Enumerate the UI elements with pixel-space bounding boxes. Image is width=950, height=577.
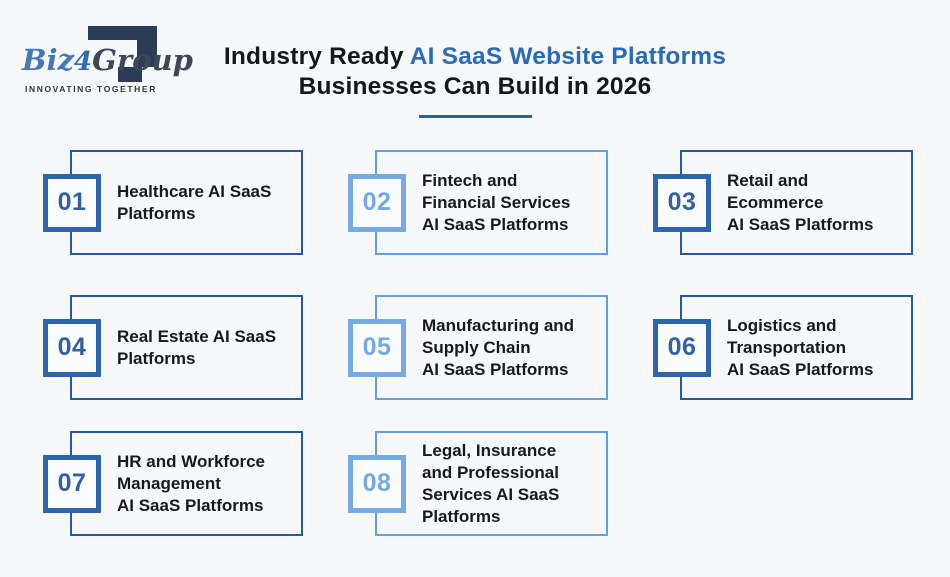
logo-text-group: Group — [92, 43, 193, 77]
card-number-box: 05 — [348, 318, 406, 377]
card-title: Real Estate AI SaaS Platforms — [117, 326, 277, 368]
card-title: HR and Workforce Management AI SaaS Plat… — [117, 451, 265, 515]
card-number: 04 — [57, 333, 87, 361]
card-number-box: 04 — [43, 318, 101, 377]
card-retail-ecommerce: 03 Retail and Ecommerce AI SaaS Platform… — [653, 150, 913, 255]
card-number-box: 03 — [653, 173, 711, 232]
title-prefix: Industry Ready — [223, 43, 410, 70]
card-number: 01 — [57, 188, 87, 216]
card-title: Manufacturing and Supply Chain AI SaaS P… — [422, 315, 575, 379]
card-number: 06 — [667, 333, 697, 361]
card-number-box: 07 — [43, 454, 101, 513]
card-manufacturing-supply-chain: 05 Manufacturing and Supply Chain AI Saa… — [348, 295, 608, 400]
card-number: 07 — [57, 469, 87, 497]
card-number: 05 — [362, 333, 392, 361]
card-title: Fintech and Financial Services AI SaaS P… — [422, 170, 571, 234]
logo-wordmark: Biz4Group — [22, 43, 193, 77]
card-title: Legal, Insurance and Professional Servic… — [422, 440, 560, 526]
card-logistics-transportation: 06 Logistics and Transportation AI SaaS … — [653, 295, 913, 400]
logo-text-4: 4 — [74, 47, 93, 77]
title-line-1: Industry Ready AI SaaS Website Platforms — [0, 42, 950, 72]
title-highlight: AI SaaS Website Platforms — [409, 43, 727, 70]
card-legal-insurance-professional: 08 Legal, Insurance and Professional Ser… — [348, 431, 608, 536]
card-hr-workforce: 07 HR and Workforce Management AI SaaS P… — [43, 431, 303, 536]
card-number-box: 06 — [653, 318, 711, 377]
card-number: 03 — [667, 188, 697, 216]
card-number: 02 — [362, 188, 392, 216]
card-number-box: 01 — [43, 173, 101, 232]
card-fintech-financial: 02 Fintech and Financial Services AI Saa… — [348, 150, 608, 255]
card-number-box: 08 — [348, 454, 406, 513]
title-line-2: Businesses Can Build in 2026 — [298, 73, 652, 100]
biz4group-logo: Biz4Group INNOVATING TOGETHER — [20, 12, 193, 107]
page-title: Industry Ready AI SaaS Website Platforms… — [0, 42, 950, 118]
card-title: Retail and Ecommerce AI SaaS Platforms — [727, 170, 874, 234]
card-real-estate: 04 Real Estate AI SaaS Platforms — [43, 295, 303, 400]
title-underline — [418, 115, 532, 118]
card-number-box: 02 — [348, 173, 406, 232]
logo-text-biz: Biz — [22, 43, 74, 77]
card-title: Logistics and Transportation AI SaaS Pla… — [727, 315, 874, 379]
card-healthcare: 01 Healthcare AI SaaS Platforms — [43, 150, 303, 255]
card-number: 08 — [362, 469, 392, 497]
card-title: Healthcare AI SaaS Platforms — [117, 181, 272, 223]
logo-tagline: INNOVATING TOGETHER — [25, 84, 157, 94]
